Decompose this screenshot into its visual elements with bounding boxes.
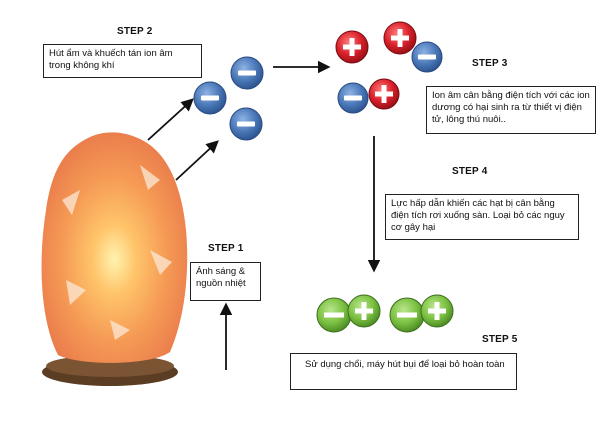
step-3-label: STEP 3 [472, 58, 508, 69]
positive-ion-icon [383, 21, 417, 55]
step-2-label: STEP 2 [117, 26, 153, 37]
step-3-description: Ion âm cân bằng điện tích với các ion dư… [426, 86, 596, 134]
negative-ion-icon [193, 81, 227, 115]
step-2-description: Hút ẩm và khuếch tán ion âm trong không … [43, 44, 202, 78]
step-1-description: Ánh sáng & nguồn nhiệt [190, 262, 261, 301]
negative-ion-icon [230, 56, 264, 90]
arrow-icon [147, 60, 381, 370]
step-5-label: STEP 5 [482, 334, 518, 345]
step-5-description: Sử dụng chổi, máy hút bụi để loại bỏ hoà… [290, 353, 517, 390]
neutral-pair-icon [389, 294, 454, 333]
negative-ion-icon [229, 107, 263, 141]
step-4-description: Lực hấp dẫn khiến các hạt bị cân bằng đi… [385, 194, 579, 240]
positive-ion-icon [335, 30, 369, 64]
negative-ion-icon [411, 41, 443, 73]
salt-lamp-icon [41, 132, 188, 386]
step-1-label: STEP 1 [208, 243, 244, 254]
step-4-label: STEP 4 [452, 166, 488, 177]
negative-ion-icon [337, 82, 369, 114]
neutral-pair-icon [316, 294, 381, 333]
positive-ion-icon [368, 78, 400, 110]
